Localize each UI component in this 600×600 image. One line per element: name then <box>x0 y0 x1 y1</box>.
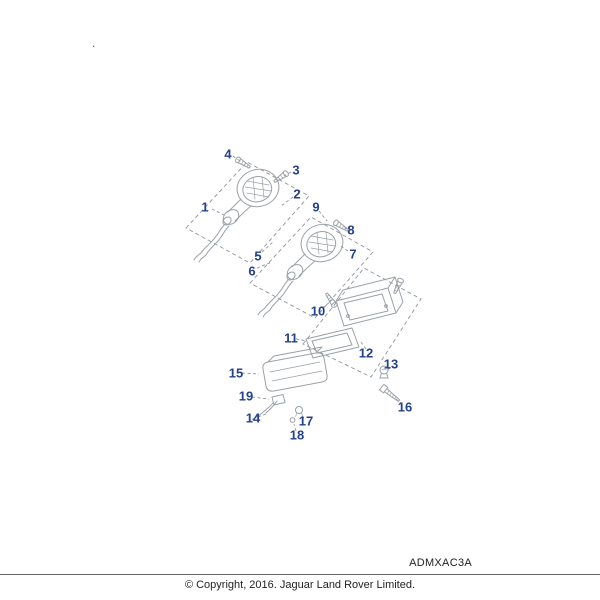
callout-14[interactable]: 14 <box>245 410 261 426</box>
callout-19[interactable]: 19 <box>238 388 254 404</box>
callout-13[interactable]: 13 <box>383 356 399 372</box>
copyright-text: © Copyright, 2016. Jaguar Land Rover Lim… <box>184 579 416 591</box>
footer-divider <box>0 574 600 575</box>
stray-mark: . <box>92 36 96 50</box>
dashed-assembly-boxes <box>185 161 422 378</box>
callout-5[interactable]: 5 <box>254 248 262 264</box>
callout-1[interactable]: 1 <box>201 199 209 215</box>
callout-17[interactable]: 17 <box>298 413 314 429</box>
grommet-part18 <box>289 417 296 423</box>
callout-10[interactable]: 10 <box>310 303 326 319</box>
callout-11[interactable]: 11 <box>284 330 298 346</box>
callout-12[interactable]: 12 <box>358 345 374 361</box>
callout-18[interactable]: 18 <box>289 427 305 443</box>
callout-6[interactable]: 6 <box>248 263 256 279</box>
rear-lamp-housing-part12 <box>335 276 404 327</box>
gasket-plate-part11 <box>305 327 360 359</box>
callout-8[interactable]: 8 <box>347 222 355 238</box>
callout-2[interactable]: 2 <box>293 186 301 202</box>
bulb-part17 <box>295 406 303 414</box>
callout-15[interactable]: 15 <box>228 365 244 381</box>
diagram-code: ADMXAC3A <box>409 557 472 569</box>
bulb-holder-and-wiring <box>251 394 303 423</box>
callout-16[interactable]: 16 <box>397 399 413 415</box>
callout-3[interactable]: 3 <box>292 162 300 178</box>
lamp-lens-part15 <box>262 346 328 392</box>
bolt-part16 <box>379 383 401 402</box>
callout-7[interactable]: 7 <box>349 246 357 262</box>
callout-9[interactable]: 9 <box>312 199 320 215</box>
callout-4[interactable]: 4 <box>224 146 232 162</box>
bulb-part13 <box>379 365 389 379</box>
